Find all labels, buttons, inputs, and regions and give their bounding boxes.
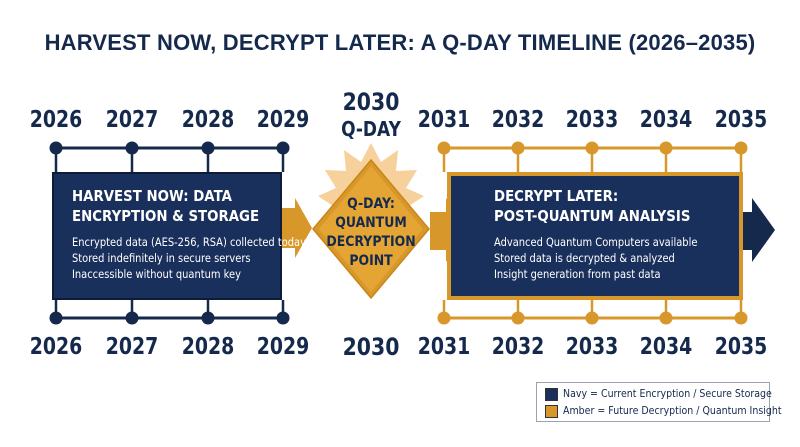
bottom-year-label: 2032	[491, 334, 545, 360]
qday-center-text: Q-DAY: QUANTUM DECRYPTION POINT	[311, 195, 431, 271]
qday-line: DECRYPTION	[326, 234, 416, 250]
top-year-label: 2027	[105, 107, 159, 133]
harvest-now-panel	[52, 172, 282, 300]
harvest-panel-line: Encrypted data (AES-256, RSA) collected …	[72, 235, 306, 249]
legend-swatch-amber	[545, 404, 558, 418]
timeline-dot	[511, 311, 525, 325]
decrypt-panel-title: DECRYPT LATER:	[494, 187, 619, 205]
timeline-dot	[125, 141, 139, 155]
bottom-year-label: 2034	[639, 334, 693, 360]
qday-line: QUANTUM	[335, 215, 407, 231]
decrypt-panel-title: POST-QUANTUM ANALYSIS	[494, 207, 691, 225]
top-year-label: 2034	[639, 107, 693, 133]
timeline-dot	[585, 311, 599, 325]
top-year-label: 2033	[565, 107, 619, 133]
arrow-to-qday	[282, 198, 312, 258]
harvest-panel-line: Stored indefinitely in secure servers	[72, 251, 251, 265]
top-year-label: 2026	[29, 107, 83, 133]
timeline-dot	[734, 141, 748, 155]
legend: Navy = Current Encryption / Secure Stora…	[536, 382, 782, 422]
bottom-year-label: 2031	[417, 334, 471, 360]
legend-label: Navy = Current Encryption / Secure Stora…	[563, 388, 772, 400]
top-year-label: 2031	[417, 107, 471, 133]
bottom-year-label: 2033	[565, 334, 619, 360]
timeline-dot	[276, 311, 290, 325]
timeline-dot	[437, 141, 451, 155]
timeline-dot	[125, 311, 139, 325]
decrypt-panel-line: Stored data is decrypted & analyzed	[494, 251, 675, 265]
harvest-panel-title: ENCRYPTION & STORAGE	[72, 207, 260, 225]
decrypt-panel-line: Advanced Quantum Computers available	[494, 235, 698, 249]
legend-item: Amber = Future Decryption / Quantum Insi…	[545, 403, 800, 419]
bottom-year-label: 2029	[256, 334, 310, 360]
arrow-out-right	[741, 198, 775, 262]
timeline-dot	[511, 141, 525, 155]
timeline-dot	[201, 311, 215, 325]
decrypt-later-panel	[447, 172, 743, 300]
harvest-panel-title: HARVEST NOW: DATA	[72, 187, 232, 205]
legend-swatch-navy	[545, 387, 558, 401]
timeline-dot	[659, 311, 673, 325]
top-year-label: 2029	[256, 107, 310, 133]
timeline-dot	[659, 141, 673, 155]
timeline-dot	[49, 141, 63, 155]
bottom-year-label: 2035	[714, 334, 768, 360]
top-year-label: 2028	[181, 107, 235, 133]
qday-line: POINT	[349, 253, 393, 269]
timeline-dot	[585, 141, 599, 155]
bottom-year-label: 2026	[29, 334, 83, 360]
qday-bottom-year: 2030	[342, 333, 400, 361]
qday-top-label: Q-DAY	[341, 117, 401, 141]
top-year-label: 2035	[714, 107, 768, 133]
legend-item: Navy = Current Encryption / Secure Stora…	[545, 386, 795, 402]
qday-starburst	[312, 143, 430, 300]
timeline-dot	[734, 311, 748, 325]
harvest-panel-line: Inaccessible without quantum key	[72, 267, 241, 281]
bottom-year-label: 2028	[181, 334, 235, 360]
timeline-dot	[201, 141, 215, 155]
legend-label: Amber = Future Decryption / Quantum Insi…	[563, 405, 782, 417]
bottom-year-label: 2027	[105, 334, 159, 360]
top-year-label: 2032	[491, 107, 545, 133]
timeline-dot	[276, 141, 290, 155]
page-title: HARVEST NOW, DECRYPT LATER: A Q-DAY TIME…	[44, 30, 756, 55]
decrypt-panel-line: Insight generation from past data	[494, 267, 661, 281]
timeline-dot	[437, 311, 451, 325]
qday-line: Q-DAY:	[347, 196, 395, 212]
qday-top-year: 2030	[342, 88, 400, 116]
timeline-dot	[49, 311, 63, 325]
